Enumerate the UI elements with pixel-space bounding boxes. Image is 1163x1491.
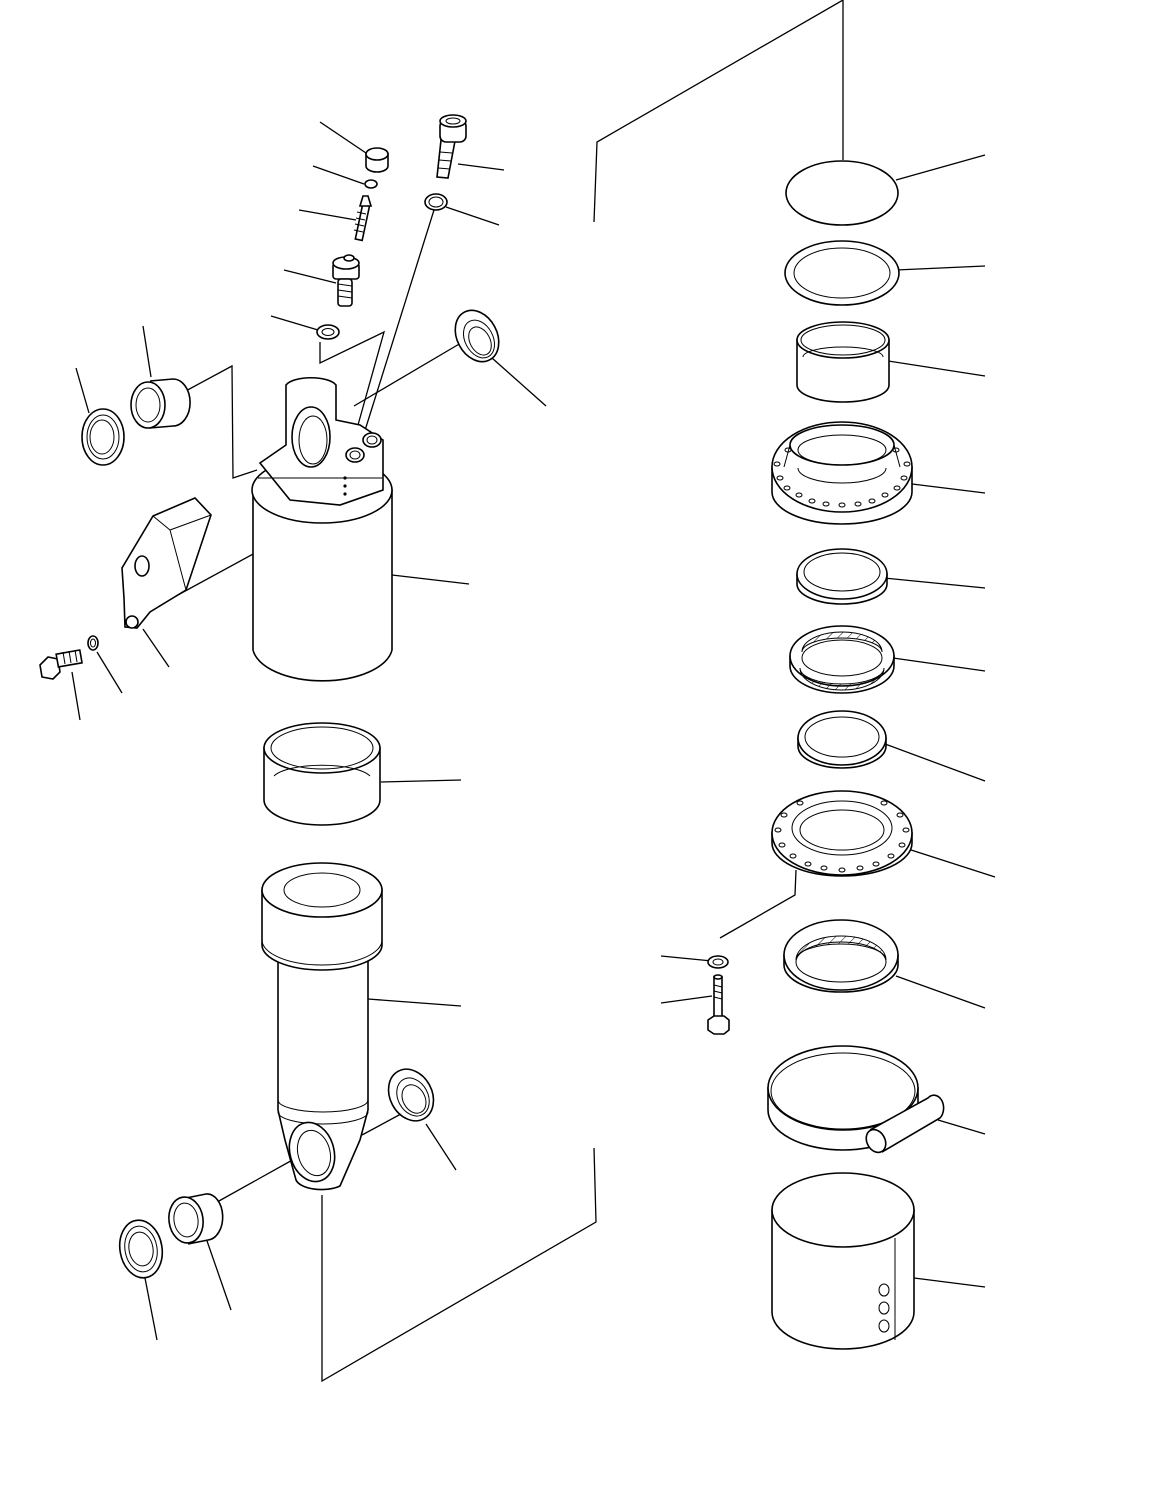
cylinder (251, 376, 393, 682)
dust-seal-top-left (81, 408, 125, 466)
bushing-top-left (130, 378, 191, 429)
bushing-right (796, 321, 890, 403)
piston (771, 1172, 915, 1350)
bolt-right (707, 974, 730, 1035)
elbow-fitting (436, 114, 467, 179)
washer-left (87, 635, 99, 651)
bracket (121, 497, 212, 629)
plate (785, 160, 899, 226)
leader-lines (71, 121, 996, 1341)
wiper-ring (797, 710, 887, 769)
washer-upper (316, 324, 340, 340)
backup-ring (784, 240, 900, 306)
o-ring-upper (424, 193, 448, 211)
piston-rod (261, 862, 383, 1191)
bolt-holes (774, 800, 910, 873)
buffer-ring (789, 625, 895, 694)
grease-valve (332, 254, 360, 307)
bolt-holes (773, 447, 911, 508)
dust-seal-bottom-right (387, 1068, 435, 1122)
cap (365, 147, 389, 173)
bolt-left (39, 649, 83, 680)
rod-seal (796, 548, 888, 605)
ball (364, 179, 378, 189)
sleeve (263, 722, 381, 826)
washer-right (707, 955, 729, 969)
bushing-bottom (168, 1193, 224, 1245)
band-clamp (767, 1045, 945, 1154)
assembly-lines (142, 0, 844, 1383)
rod-cover-flange (771, 421, 913, 525)
dust-seal-bottom-left (118, 1219, 164, 1279)
valve-core (353, 195, 373, 242)
retainer-flange (771, 790, 913, 877)
dust-seal-top-right (454, 309, 500, 363)
dust-ring (783, 919, 899, 993)
